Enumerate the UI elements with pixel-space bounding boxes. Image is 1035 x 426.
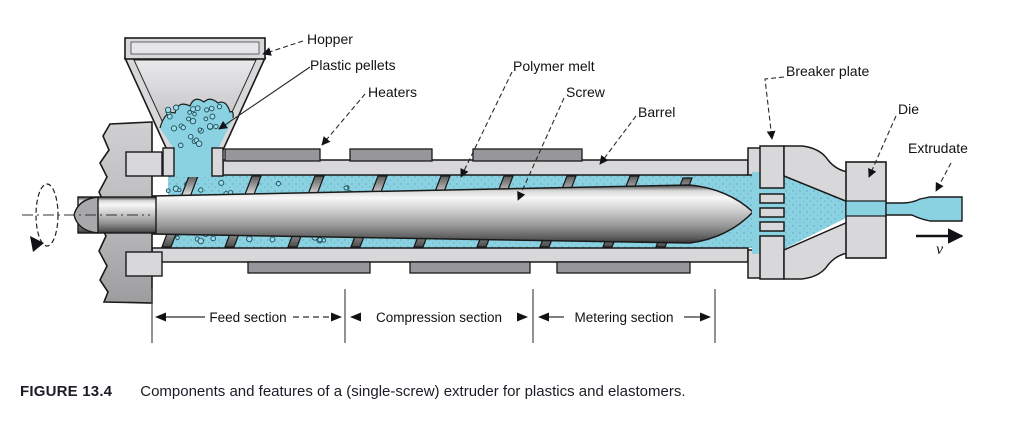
leader-lines [218, 40, 952, 201]
support-bottom [125, 251, 163, 277]
heaters-label: Heaters [368, 84, 418, 100]
feed-throat-melt [174, 148, 212, 177]
breaker-plate-label: Breaker plate [786, 63, 870, 79]
melt-converging-texture [784, 175, 848, 249]
barrel-label: Barrel [638, 104, 676, 120]
pellet-heap [160, 99, 234, 149]
screw-shape [151, 184, 755, 244]
throat-wall-left [162, 147, 175, 177]
breaker-plate-shape [759, 145, 785, 280]
caption-text: Components and features of a (single-scr… [140, 383, 686, 400]
hopper-leader [262, 40, 304, 56]
section-dimension-arrows [155, 312, 711, 322]
compression-section-label: Compression section [375, 310, 503, 325]
extrudate-leader [935, 162, 952, 192]
heater-bottom-2 [409, 261, 531, 274]
support-top [125, 151, 163, 177]
hopper-rim-inner [130, 41, 260, 55]
heater-bands [224, 148, 691, 274]
barrel-leader [599, 115, 637, 165]
polymer-melt-leader [460, 71, 513, 178]
rotation-arrow-ellipse [35, 183, 59, 247]
hopper-label: Hopper [307, 31, 353, 47]
screw-label: Screw [566, 84, 605, 100]
hopper-pellet-dots [164, 103, 223, 149]
extrudate-label: Extrudate [908, 140, 968, 156]
polymer-melt-label: Polymer melt [513, 58, 595, 74]
rotation-arrowhead [30, 236, 44, 252]
pellet-heap-outline [159, 98, 234, 129]
throat-wall-right [211, 147, 224, 177]
heater-top-1 [224, 148, 321, 162]
screw-leader [517, 97, 565, 201]
die-leader [868, 115, 897, 178]
plastic-pellets-label: Plastic pellets [310, 57, 396, 73]
barrel-walls [151, 147, 763, 279]
extrudate-shape [885, 196, 963, 222]
die-label: Die [898, 101, 920, 117]
heater-top-2 [349, 148, 433, 162]
heaters-leader [321, 93, 366, 146]
barrel-top-wall [222, 159, 749, 176]
heater-bottom-1 [247, 261, 371, 274]
heater-top-3 [472, 148, 583, 162]
die-channel [845, 200, 887, 217]
heater-bottom-3 [556, 261, 691, 274]
breaker-plate-leader [764, 76, 785, 140]
feed-section-label: Feed section [209, 310, 287, 325]
velocity-label: v [936, 241, 944, 258]
metering-section-label: Metering section [574, 310, 674, 325]
figure-number: FIGURE 13.4 [20, 383, 113, 400]
section-ticks [151, 289, 716, 343]
barrel-bottom-wall [151, 247, 749, 263]
plastic-pellets-leader [218, 66, 311, 130]
figure-caption: FIGURE 13.4 Components and features of a … [20, 383, 686, 400]
